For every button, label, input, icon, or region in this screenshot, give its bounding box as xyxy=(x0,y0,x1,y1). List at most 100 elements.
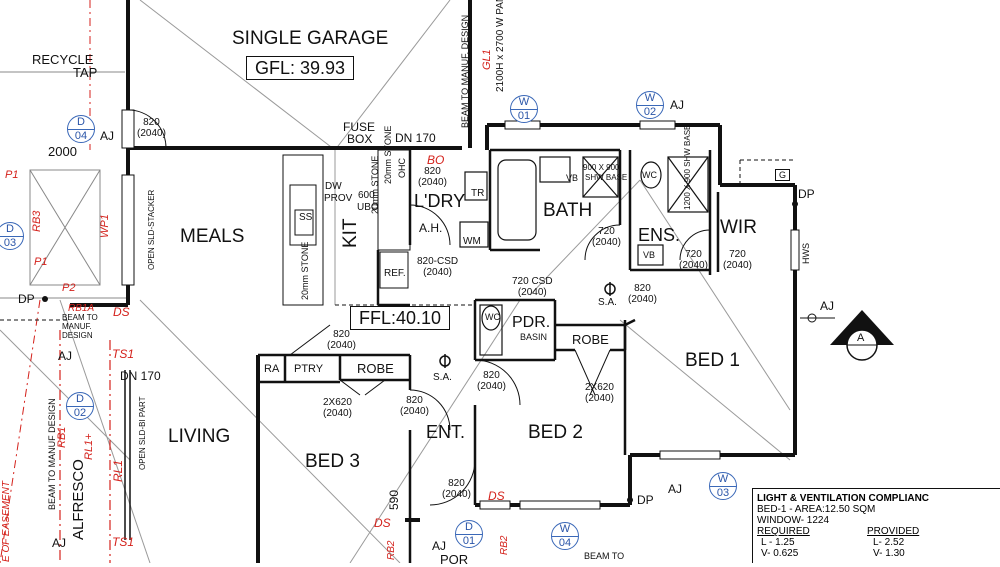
rl1-plus-tag: RL1+ xyxy=(83,433,95,460)
stacker-door-note: OPEN SLD-STACKER xyxy=(147,189,156,270)
robe-bed3-label: ROBE xyxy=(357,361,394,376)
windows xyxy=(121,109,800,510)
aj-marker-3: AJ xyxy=(820,299,835,313)
basin-label: BASIN xyxy=(520,332,548,342)
gl1-tag: GL1 xyxy=(481,49,493,70)
beam-note-garage: BEAM TO MANUF. DESIGN xyxy=(460,14,470,128)
smoke-alarm-symbols xyxy=(439,282,616,368)
trough-label: TR xyxy=(471,188,485,199)
door-dim-robe-bed2: 2X620 (2040) xyxy=(585,382,614,404)
bed3-label: BED 3 xyxy=(305,451,360,472)
kitchen-label: KIT xyxy=(340,218,361,248)
dim-590: 590 xyxy=(387,489,401,510)
ra-label: RA xyxy=(264,363,280,375)
door-dim-robe-bed3: 2X620 (2040) xyxy=(323,397,352,419)
rb2-tag-b: RB2 xyxy=(499,535,510,555)
section-number: 7 xyxy=(857,347,864,359)
aj-marker-4: AJ xyxy=(58,349,73,363)
door-dim-laundry: 820 (2040) xyxy=(418,166,447,188)
aj-marker-5: AJ xyxy=(668,482,683,496)
door-dim-ens: 720 (2040) xyxy=(679,249,708,271)
powder-label: PDR. xyxy=(512,314,551,331)
beam-note-alfresco: BEAM TO MANUF DESIGN xyxy=(47,398,57,510)
living-label: LIVING xyxy=(168,426,231,447)
smoke-alarm-bed1: S.A. xyxy=(598,297,617,308)
hws-label: HWS xyxy=(801,243,811,264)
external-walls xyxy=(70,0,797,563)
door-dim-wir: 720 (2040) xyxy=(723,249,752,271)
p1-tag-b: P1 xyxy=(34,256,48,268)
alfresco-label: ALFRESCO xyxy=(70,459,87,540)
wir-label: WIR xyxy=(720,217,757,238)
rb2-tag-a: RB2 xyxy=(386,540,397,560)
compliance-light-provided: L- 2.52 xyxy=(873,537,905,548)
compliance-window: WINDOW- 1224 xyxy=(757,515,830,526)
stone-bench-label-2: 20mm STONE xyxy=(370,155,380,214)
gfl-level-label: GFL: 39.93 xyxy=(246,56,355,80)
stone-bench-label-3: 20mm STONE xyxy=(383,125,393,184)
compliance-light-required: L - 1.25 xyxy=(761,537,795,548)
garage-label: SINGLE GARAGE xyxy=(232,28,389,49)
bo-tag: BO xyxy=(427,153,445,167)
downpipe-3: DP xyxy=(637,493,654,507)
internal-walls xyxy=(258,148,720,563)
rb1-tag: RB1 xyxy=(56,426,68,448)
ds-tag-2: DS xyxy=(488,489,505,503)
bipart-door-note: OPEN SLD-BI PART xyxy=(138,396,147,471)
aj-marker-7: AJ xyxy=(432,539,447,553)
gas-meter-label: G xyxy=(775,169,791,181)
tap-label: TAP xyxy=(73,65,98,80)
door-dim-garage: 820 (2040) xyxy=(137,117,166,139)
ts1-tag-b: TS1 xyxy=(112,535,135,549)
bed1-label: BED 1 xyxy=(685,350,740,371)
dim-2000: 2000 xyxy=(48,144,77,159)
robe-bed2-label: ROBE xyxy=(572,332,609,347)
downpipe-1: DP xyxy=(798,187,815,201)
compliance-vent-provided: V- 1.30 xyxy=(873,548,905,559)
compliance-title: LIGHT & VENTILATION COMPLIANC xyxy=(757,493,930,504)
door-dim-bath-csd: 720 CSD (2040) xyxy=(512,276,553,298)
dn170-garage: DN 170 xyxy=(395,131,436,145)
compliance-area: BED-1 - AREA:12.50 SQM xyxy=(757,504,876,515)
kitchen-benches xyxy=(282,149,411,306)
door-dim-csd: 820-CSD (2040) xyxy=(417,256,459,278)
roof-hip-lines xyxy=(0,0,791,563)
ts1-tag-a: TS1 xyxy=(112,347,135,361)
dn170-alfresco: DN 170 xyxy=(120,369,161,383)
ubo-label: UBO xyxy=(357,202,379,213)
sink-label: SS xyxy=(299,212,313,223)
bed2-label: BED 2 xyxy=(528,422,583,443)
stone-bench-label-1: 20mm STONE xyxy=(300,241,310,300)
washing-machine-label: WM xyxy=(463,236,481,247)
door-dim-bed3: 820 (2040) xyxy=(400,395,429,417)
vanity-ens-label: VB xyxy=(643,250,656,260)
door-dim-bed1: 820 (2040) xyxy=(628,283,657,305)
section-marker xyxy=(800,310,894,361)
door-dim-pantry: 820 (2040) xyxy=(327,329,356,351)
wet-area-fixtures xyxy=(459,156,709,356)
easement-note: E OF EASEMENT xyxy=(1,481,12,562)
beam-note-rb1a-2: MANUF. xyxy=(62,322,92,331)
ubo-size-label: 600 xyxy=(358,190,375,201)
ffl-level-label: FFL:40.10 xyxy=(350,306,451,330)
light-ventilation-compliance-table: LIGHT & VENTILATION COMPLIANC BED-1 - AR… xyxy=(752,488,1000,563)
setback-lines xyxy=(0,0,91,563)
downpipe-2: DP xyxy=(18,292,35,306)
aj-marker-1: AJ xyxy=(100,129,115,143)
wp1-tag: WP1 xyxy=(99,214,111,238)
fuse-label-1: FUSE xyxy=(343,120,376,134)
p1-tag-a: P1 xyxy=(5,169,19,181)
rb3-tag: RB3 xyxy=(31,210,43,232)
beam-note-rb1a-3: DESIGN xyxy=(62,331,93,340)
shower-bath-size: 900 X 900 xyxy=(583,163,620,172)
compliance-required-header: REQUIRED xyxy=(757,526,810,537)
pantry-label: PTRY xyxy=(294,363,324,375)
rl1-tag: RL1 xyxy=(111,459,125,482)
wc-pdr-label: WC xyxy=(485,312,500,322)
